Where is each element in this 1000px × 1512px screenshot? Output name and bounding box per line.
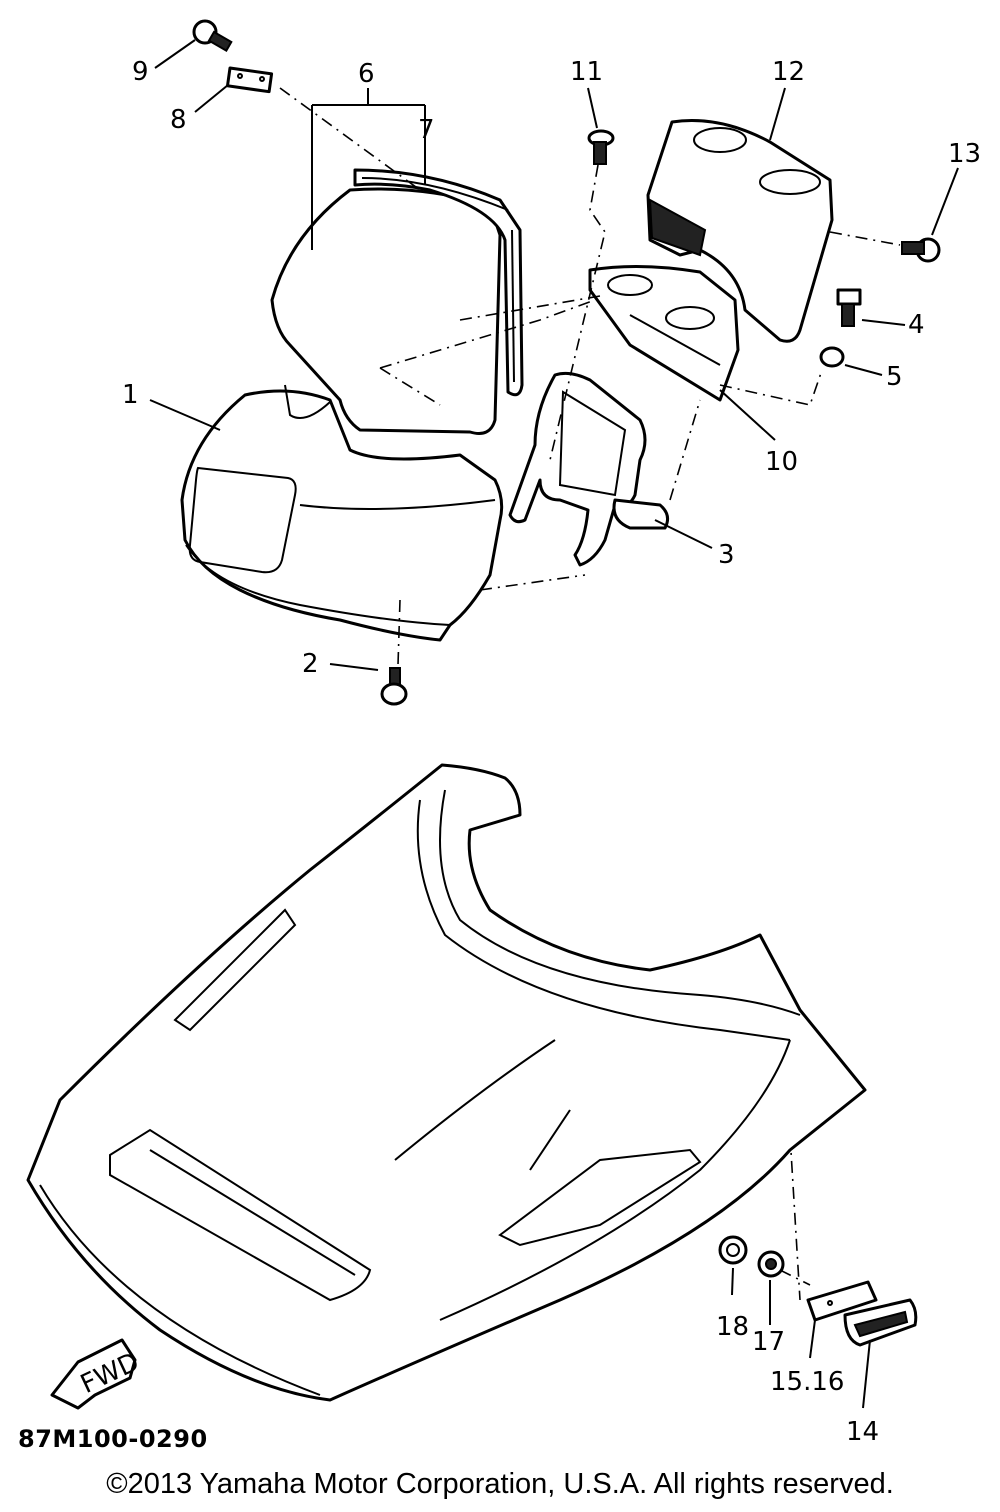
callout-5: 5 — [886, 362, 903, 392]
washer-17 — [757, 1250, 785, 1278]
callout-18: 18 — [716, 1312, 749, 1342]
callout-labels: 1 2 3 4 5 6 7 8 9 10 11 12 13 14 15.16 1… — [122, 57, 981, 1447]
callout-9: 9 — [132, 57, 149, 87]
lower-fairing — [26, 763, 867, 1402]
headlight-cowl — [180, 384, 504, 642]
nut-18 — [718, 1235, 748, 1265]
callout-14: 14 — [846, 1417, 879, 1447]
screw-11 — [587, 129, 615, 165]
callout-8: 8 — [170, 105, 187, 135]
callout-4: 4 — [908, 310, 925, 340]
windshield — [270, 168, 524, 435]
fwd-arrow: FWD — [50, 1338, 144, 1410]
nut-5 — [819, 346, 845, 368]
callout-17: 17 — [752, 1327, 785, 1357]
callout-3: 3 — [718, 540, 735, 570]
bolt-9 — [192, 19, 233, 53]
callout-7: 7 — [418, 115, 435, 145]
bolt-4 — [836, 288, 862, 327]
screw-13 — [901, 237, 941, 263]
callout-6: 6 — [358, 59, 375, 89]
leader-lines — [149, 39, 959, 1409]
callout-12: 12 — [772, 57, 805, 87]
callout-1: 1 — [122, 380, 139, 410]
assembly-lines — [279, 87, 901, 1301]
handlebar-cover — [646, 119, 834, 343]
diagram-code: 87M100-0290 — [18, 1425, 208, 1453]
plate-8 — [225, 66, 274, 94]
callout-13: 13 — [948, 139, 981, 169]
callout-11: 11 — [570, 57, 603, 87]
callout-2: 2 — [302, 649, 319, 679]
callout-15-16: 15.16 — [770, 1367, 844, 1397]
screw-2 — [380, 667, 408, 706]
plate-15-16 — [806, 1280, 878, 1322]
callout-10: 10 — [765, 447, 798, 477]
bracket-stay — [508, 371, 670, 567]
group-bracket-6 — [311, 88, 426, 250]
copyright-notice: ©2013 Yamaha Motor Corporation, U.S.A. A… — [106, 1468, 894, 1500]
lower-bracket — [588, 264, 740, 402]
reflector-14 — [843, 1298, 918, 1347]
